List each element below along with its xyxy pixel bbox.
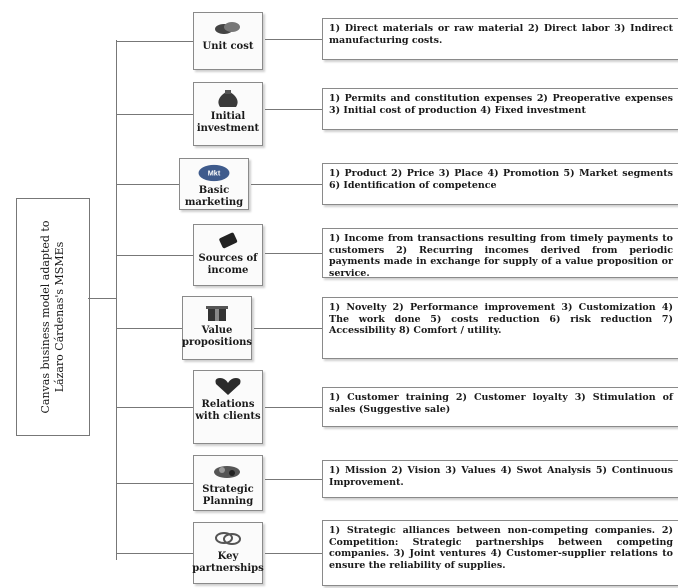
detail-box: 1) Direct materials or raw material 2) D… (322, 18, 678, 60)
root-box: Canvas business model adapted to Lázaro … (16, 198, 90, 436)
handshake-icon (215, 532, 241, 545)
detail-box: 1) Customer training 2) Customer loyalty… (322, 387, 678, 427)
heart-icon (215, 378, 241, 395)
branch-line (116, 483, 193, 484)
category-node: Unit cost (193, 12, 263, 70)
planning-icon (214, 466, 240, 478)
detail-connector (251, 184, 322, 185)
branch-line (116, 407, 193, 408)
category-node: Sources of income (193, 224, 263, 286)
detail-box: 1) Novelty 2) Performance improvement 3)… (322, 297, 678, 359)
trunk-line (116, 40, 117, 560)
category-label: Strategic Planning (202, 484, 254, 507)
detail-box: 1) Mission 2) Vision 3) Values 4) Swot A… (322, 460, 678, 498)
category-node: Value propositions (182, 296, 252, 360)
money-bag-icon (218, 90, 238, 107)
detail-box: 1) Product 2) Price 3) Place 4) Promotio… (322, 163, 678, 205)
root-connector (88, 298, 116, 299)
branch-line (116, 184, 179, 185)
detail-box: 1) Income from transactions resulting fr… (322, 228, 678, 278)
category-label: Key partnerships (192, 551, 264, 574)
detail-connector (265, 39, 322, 40)
detail-connector (265, 407, 322, 408)
branch-line (116, 553, 193, 554)
detail-connector (265, 109, 322, 110)
detail-connector (265, 253, 322, 254)
branch-line (116, 41, 193, 42)
category-label: Relations with clients (195, 399, 261, 422)
wallet-icon (219, 232, 238, 249)
coins-icon (215, 22, 240, 34)
category-node: Relations with clients (193, 370, 263, 444)
category-label: Value propositions (182, 325, 253, 348)
category-label: Unit cost (202, 41, 254, 52)
gift-icon (206, 306, 228, 321)
branch-line (116, 328, 182, 329)
svg-text:Mkt: Mkt (208, 169, 221, 178)
detail-box: 1) Permits and constitution expenses 2) … (322, 88, 678, 130)
root-label: Canvas business model adapted to Lázaro … (39, 220, 66, 414)
category-label: Initial investment (196, 111, 260, 134)
branch-line (116, 114, 193, 115)
detail-connector (265, 479, 322, 480)
mkt-badge-icon: Mkt (198, 164, 230, 182)
category-node: Strategic Planning (193, 455, 263, 511)
detail-connector (265, 553, 322, 554)
branch-line (116, 255, 193, 256)
detail-connector (254, 328, 322, 329)
detail-box: 1) Strategic alliances between non-compe… (322, 520, 678, 586)
category-node: Key partnerships (192, 522, 264, 584)
category-label: Basic marketing (184, 185, 244, 208)
category-label: Sources of income (198, 253, 258, 276)
category-node: Initial investment (193, 82, 263, 146)
